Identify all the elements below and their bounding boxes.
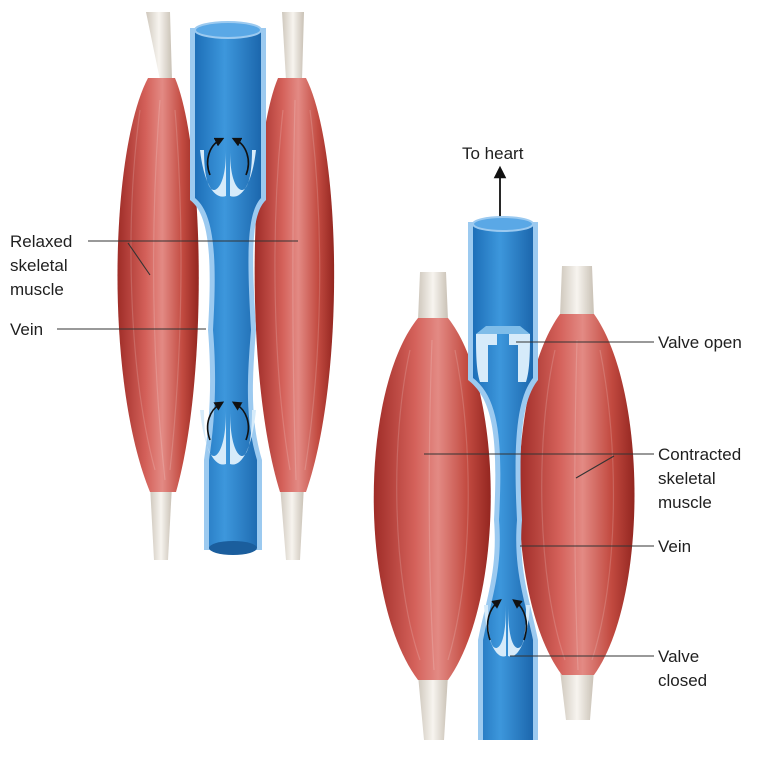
label-valve-closed-line2: closed [658,671,707,690]
muscle-belly [117,78,198,492]
label-contracted-line3: muscle [658,493,712,512]
tendon-bottom [280,485,304,560]
left-panel: Relaxed skeletal muscle Vein [10,12,334,560]
tendon-top [282,12,304,80]
label-valve-closed-line1: Valve [658,647,699,666]
label-vein-left: Vein [10,320,43,339]
label-contracted-line1: Contracted [658,445,741,464]
label-valve-open: Valve open [658,333,742,352]
label-vein-right: Vein [658,537,691,556]
label-relaxed-line3: muscle [10,280,64,299]
tendon-bottom [150,485,172,560]
label-relaxed-line2: skeletal [10,256,68,275]
relaxed-muscle-left [117,12,198,560]
label-to-heart: To heart [462,144,524,163]
right-panel: To heart [374,144,742,740]
tendon-bottom [560,670,594,720]
tendon-bottom [418,675,448,740]
tendon-top [560,266,594,316]
tendon-top [418,272,448,320]
relaxed-muscle-right [255,12,335,560]
label-contracted-line2: skeletal [658,469,716,488]
tendon-top [146,12,172,80]
vein-left [190,22,266,555]
label-relaxed-line1: Relaxed [10,232,72,251]
